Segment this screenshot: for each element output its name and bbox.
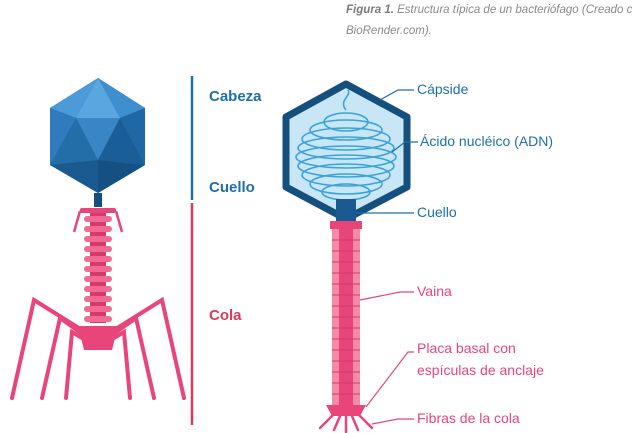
callout-capsid: Cápside	[417, 81, 469, 97]
phage-illustration	[10, 78, 186, 400]
caption-text-line2: BioRender.com).	[346, 25, 432, 37]
schematic-collar	[330, 221, 362, 229]
fibers-leader	[371, 418, 414, 425]
region-label-neck: Cuello	[209, 179, 255, 196]
phage-head	[50, 78, 145, 193]
caption-text-line1: Estructura típica de un bacteriófago (Cr…	[397, 4, 632, 16]
phage-neck	[94, 193, 102, 207]
figure-caption: Figura 1. Estructura típica de un bacter…	[346, 0, 632, 42]
capsid-leader	[379, 89, 414, 101]
dna-coil	[295, 89, 397, 201]
callout-baseplate-line2: espículas de anclaje	[417, 362, 544, 378]
region-label-head: Cabeza	[209, 88, 262, 105]
callout-sheath: Vaina	[417, 283, 452, 299]
schematic-neck	[336, 199, 356, 221]
callout-baseplate-line1: Placa basal con	[417, 340, 516, 356]
phage-tail-fibers	[10, 296, 186, 400]
phage-schematic	[282, 80, 411, 433]
schematic-baseplate	[326, 405, 366, 416]
region-label-tail: Cola	[209, 307, 242, 324]
phage-tail-sheath	[84, 213, 112, 323]
phage-collar	[72, 208, 124, 233]
figure-label: Figura 1.	[346, 4, 394, 16]
schematic-fibers	[318, 412, 374, 433]
callout-neck: Cuello	[417, 204, 457, 220]
callout-tail-fibers: Fibras de la cola	[417, 410, 520, 426]
sheath-leader	[359, 291, 414, 301]
dna-leader	[391, 141, 418, 153]
callout-nucleic-acid: Ácido nucléico (ADN)	[420, 133, 554, 149]
baseplate-leader	[365, 351, 414, 408]
phage-baseplate	[78, 326, 118, 350]
